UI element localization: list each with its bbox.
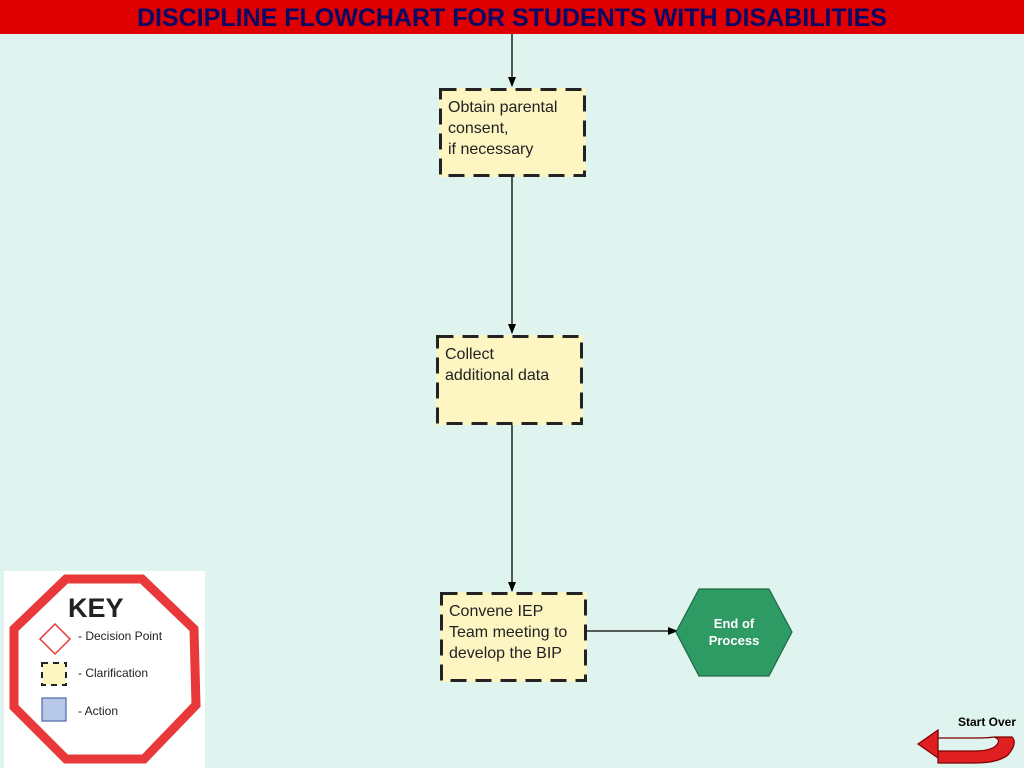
key-label-decision: - Decision Point (78, 629, 163, 643)
decision-point-icon (38, 622, 72, 656)
end-label: End of Process (708, 616, 760, 648)
u-turn-arrow-icon (916, 728, 1015, 764)
box-label: Collect additional data (445, 346, 550, 384)
page-title: DISCIPLINE FLOWCHART FOR STUDENTS WITH D… (137, 4, 887, 32)
clarification-box-obtain-consent: Obtain parental consent, if necessary (439, 88, 586, 177)
start-over-button[interactable]: Start Over (914, 713, 1022, 765)
end-of-process-hexagon: End of Process (675, 588, 793, 677)
clarification-box-collect-data: Collect additional data (436, 335, 583, 425)
key-octagon (9, 574, 201, 764)
clarification-box-convene-iep: Convene IEP Team meeting to develop the … (440, 592, 587, 682)
start-over-label: Start Over (957, 715, 1016, 729)
key-label-action: - Action (78, 704, 119, 718)
box-label: Convene IEP Team meeting to develop the … (449, 603, 568, 662)
clarification-icon (41, 662, 67, 686)
key-title: KEY (68, 593, 124, 623)
key-legend: KEY - Decision Point - Clarification - A… (4, 571, 205, 768)
key-label-clarification: - Clarification (78, 666, 149, 680)
action-icon (41, 697, 67, 722)
title-bar: DISCIPLINE FLOWCHART FOR STUDENTS WITH D… (0, 0, 1024, 34)
box-label: Obtain parental consent, if necessary (448, 99, 558, 158)
